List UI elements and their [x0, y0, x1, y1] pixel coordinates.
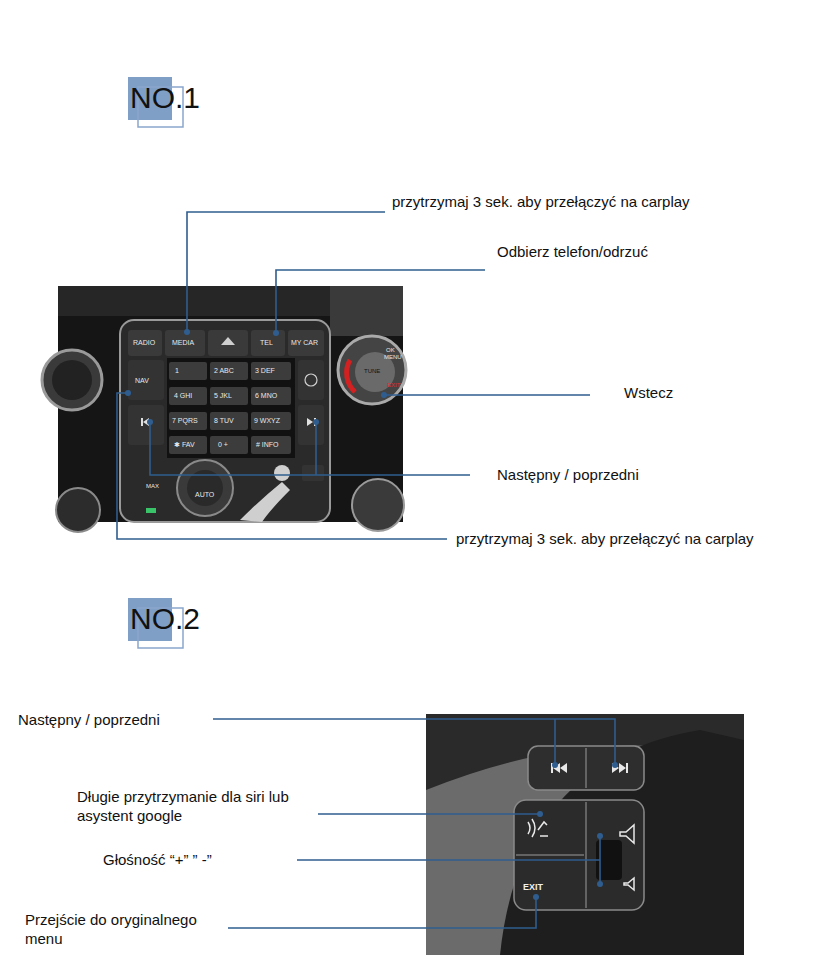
- wheel-button-label: EXIT: [523, 883, 543, 892]
- leader-lines: [117, 212, 615, 928]
- button-label: TEL: [260, 339, 273, 346]
- key-label: 3 DEF: [255, 367, 275, 374]
- button-label: RADIO: [133, 339, 155, 346]
- callout-text: Następny / poprzedni: [18, 711, 160, 730]
- leader-dots: [125, 329, 618, 900]
- button-label: MAX: [146, 483, 159, 489]
- key-label: 6 MNO: [255, 392, 277, 399]
- section-heading: NO.2: [130, 602, 200, 635]
- callout-text: Odbierz telefon/odrzuć: [497, 243, 648, 262]
- key-label: 4 GHI: [174, 392, 192, 399]
- key-label: 9 WXYZ: [254, 417, 280, 424]
- section-heading: NO.1: [130, 81, 200, 114]
- button-label: NAV: [135, 377, 149, 384]
- button-label: MEDIA: [172, 339, 194, 346]
- knob-label: MENU: [384, 354, 402, 360]
- callout-text: Następny / poprzedni: [497, 466, 639, 485]
- callout-text: przytrzymaj 3 sek. aby przełączyć na car…: [456, 530, 754, 549]
- console-photo: [42, 286, 406, 532]
- knob-label: OK: [386, 347, 395, 353]
- callout-text: przytrzymaj 3 sek. aby przełączyć na car…: [392, 193, 690, 212]
- key-label: 1: [175, 367, 179, 374]
- key-label: 8 TUV: [214, 417, 234, 424]
- knob-label: AUTO: [195, 491, 214, 498]
- key-label: 0 +: [218, 441, 228, 448]
- key-label: 2 ABC: [214, 367, 234, 374]
- key-label: ✱ FAV: [174, 441, 195, 448]
- button-label: MY CAR: [291, 339, 318, 346]
- callout-text: Wstecz: [624, 384, 673, 403]
- key-label: 5 JKL: [214, 392, 232, 399]
- key-label: # INFO: [256, 441, 279, 448]
- callout-text: Długie przytrzymanie dla siri lub asyste…: [77, 788, 312, 826]
- steering-wheel-photo: [426, 714, 744, 955]
- knob-label: TUNE: [364, 368, 380, 374]
- callout-text: Przejście do oryginalnego menu: [25, 911, 225, 949]
- key-label: 7 PQRS: [172, 417, 198, 424]
- callout-text: Głośność “+” ” -”: [103, 851, 212, 870]
- knob-label: EXIT: [387, 382, 400, 388]
